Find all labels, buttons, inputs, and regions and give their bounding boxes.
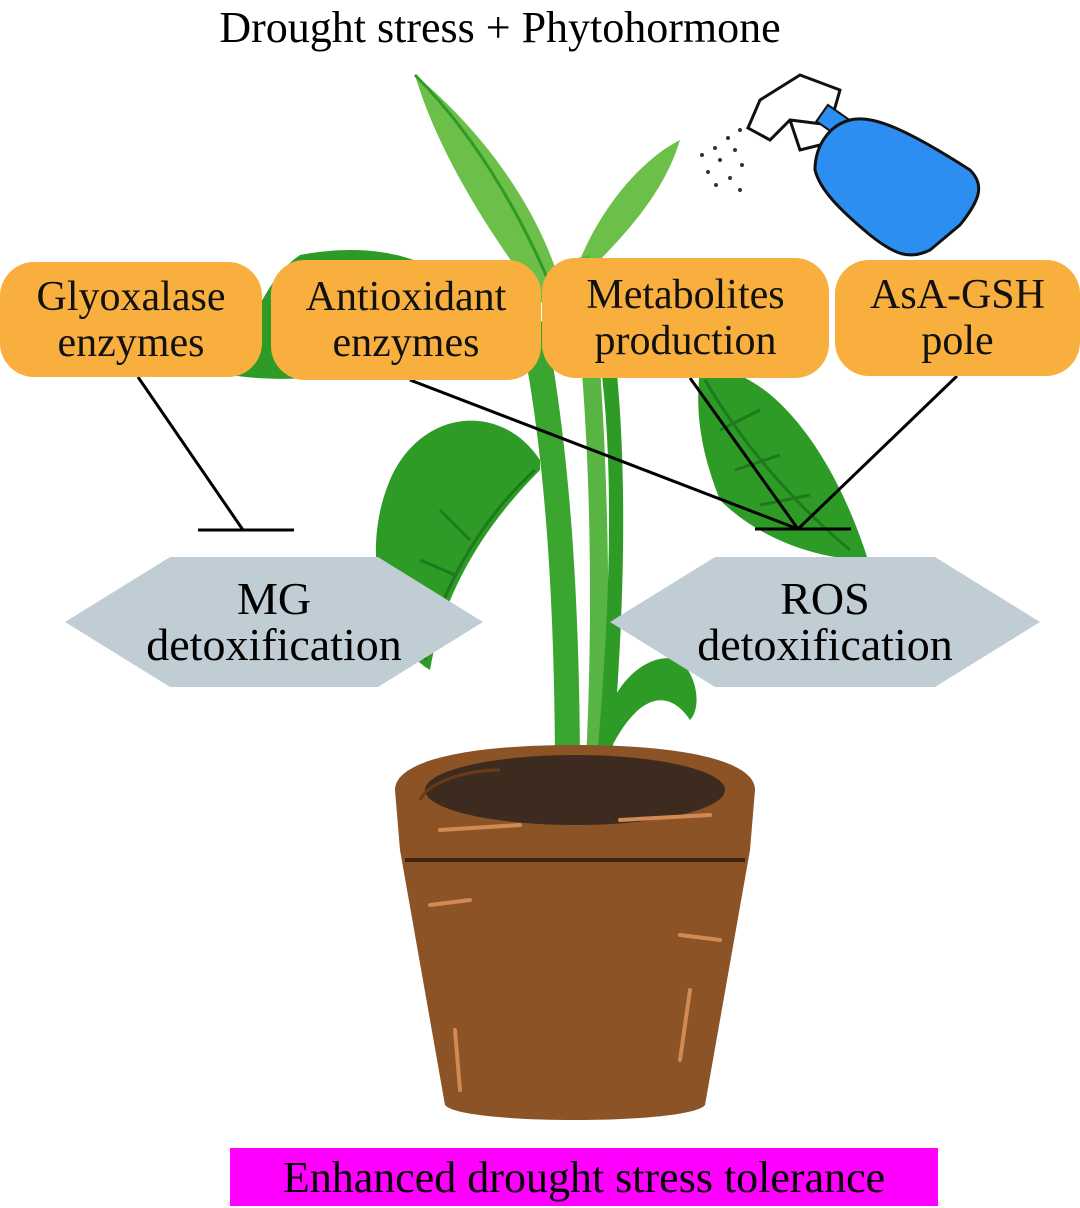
mg-detox-line1: MG: [236, 573, 312, 624]
process-label-line2: production: [594, 318, 777, 364]
ros-detox-line1: ROS: [780, 573, 870, 624]
stem-main: [520, 320, 580, 780]
back-leaf-right: [698, 369, 868, 560]
process-label-line2: enzymes: [57, 319, 205, 366]
process-antioxidant-enzymes: Antioxidant enzymes: [271, 260, 541, 380]
process-asa-gsh-pole: AsA-GSH pole: [835, 260, 1080, 376]
outcome-highlight: [230, 1148, 938, 1206]
mg-detox-hexagon: [65, 557, 483, 687]
potted-plant-icon: [395, 745, 755, 1120]
mg-detox-line2: detoxification: [146, 619, 402, 670]
right-upper-leaf: [580, 140, 680, 270]
outcome-label: Enhanced drought stress tolerance: [282, 1152, 886, 1202]
spray-bottle-icon: [700, 73, 981, 257]
diagram-title: Drought stress + Phytohormone: [219, 3, 781, 52]
ros-detox-line2: detoxification: [697, 619, 953, 670]
mg-detox-label: MG detoxification: [65, 572, 483, 672]
process-label-line1: Metabolites: [586, 272, 785, 318]
ros-detox-label: ROS detoxification: [610, 572, 1040, 672]
process-metabolites-production: Metabolites production: [542, 258, 829, 378]
ros-detox-hexagon: [610, 557, 1040, 687]
process-label-line1: Glyoxalase: [36, 273, 226, 320]
process-label-line2: pole: [921, 318, 994, 364]
top-leaf: [415, 75, 565, 320]
process-label-line1: Antioxidant: [305, 274, 507, 320]
process-glyoxalase-enzymes: Glyoxalase enzymes: [0, 262, 262, 377]
stem-second: [570, 255, 609, 780]
inhibition-lines: [136, 374, 959, 532]
process-label-line1: AsA-GSH: [869, 272, 1045, 318]
small-leaf-right: [600, 658, 697, 750]
process-label-line2: enzymes: [332, 320, 480, 366]
